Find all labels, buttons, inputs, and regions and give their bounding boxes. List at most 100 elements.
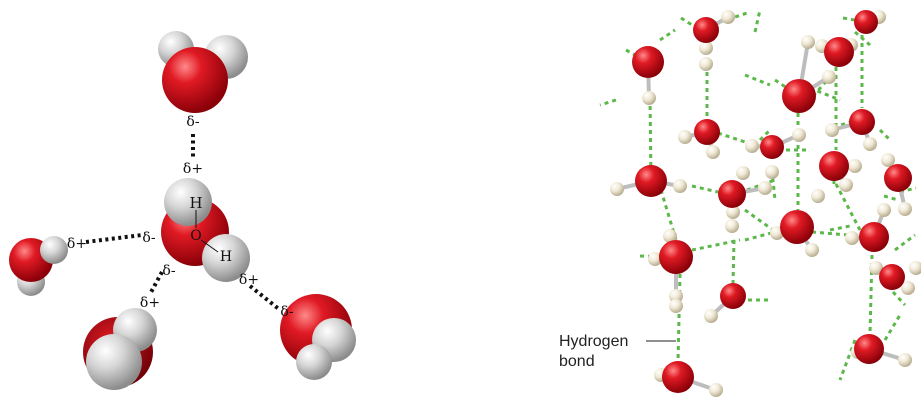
charge-bottom-right-neg: δ- <box>280 304 293 320</box>
lattice-hydrogen-atom <box>863 137 877 151</box>
hydrogen-bond-line <box>809 86 841 102</box>
lattice-oxygen-atom <box>694 119 720 145</box>
lattice-hydrogen-atom <box>678 130 692 144</box>
lattice-hydrogen-atom <box>725 219 739 233</box>
charge-top-neg: δ- <box>186 114 199 130</box>
hydrogen-bond-line <box>648 97 653 182</box>
lattice-oxygen-atom <box>632 46 664 78</box>
hydrogen-bond-line <box>883 194 899 202</box>
hydrogen-bond-line <box>746 178 776 192</box>
lattice-oxygen-atom <box>720 283 746 309</box>
hbond-bottom-left <box>148 271 164 295</box>
lattice-hydrogen-atom <box>839 178 853 192</box>
lattice-oxygen-atom <box>854 334 884 364</box>
lattice-hydrogen-atom <box>811 189 825 203</box>
lattice-atoms <box>610 10 921 397</box>
lattice-hydrogen-atom <box>901 281 915 295</box>
hydrogen-bond-line <box>878 128 892 142</box>
lattice-hydrogen-atom <box>805 243 819 257</box>
lattice-hydrogen-atom <box>648 252 662 266</box>
central-h-label: H <box>189 194 202 212</box>
covalent-bond-line-2 <box>200 239 219 253</box>
bottom-left-water-molecule <box>83 308 157 390</box>
lattice-hydrogen-atom <box>642 91 656 105</box>
hydrogen-bond-line <box>838 339 857 381</box>
hydrogen-bond-line <box>891 290 907 307</box>
hydrogen-bond-dots <box>85 134 282 312</box>
bottom-left-hydrogen-atom-front <box>86 334 142 390</box>
hydrogen-bond-line <box>753 9 762 33</box>
lattice-hydrogen-atom <box>669 289 683 303</box>
lattice-hydrogen-atom <box>699 41 713 55</box>
hydrogen-bond-line <box>691 238 741 252</box>
hydrogen-bond-line <box>770 169 777 201</box>
water-molecule-cluster: H O H δ- δ+ δ+ δ- δ- δ+ δ+ δ- <box>9 31 356 390</box>
lattice-oxygen-atom <box>859 222 889 252</box>
lattice-hydrogen-atom <box>726 205 740 219</box>
hydrogen-bond-line <box>868 254 874 335</box>
charge-top-pos: δ+ <box>183 161 203 177</box>
lattice-hydrogen-atom <box>825 123 839 137</box>
lattice-oxygen-atom <box>659 240 693 274</box>
hydrogen-bond-line <box>659 28 676 42</box>
lattice-oxygen-atom <box>879 264 905 290</box>
hydrogen-bond-line <box>676 273 682 363</box>
lattice-hydrogen-atom <box>745 139 759 153</box>
charge-bottom-left-pos: δ+ <box>140 295 160 311</box>
lattice-hydrogen-atom <box>845 231 859 245</box>
hydrogen-bond-callout: Hydrogen bond <box>559 333 676 370</box>
hydrogen-bond-line <box>894 233 916 252</box>
bottom-right-water-molecule <box>280 294 356 380</box>
hydrogen-bond-line <box>744 208 774 232</box>
hbond-left <box>85 233 143 244</box>
lattice-oxygen-atom <box>780 210 814 244</box>
lattice-oxygen-atom <box>693 17 719 43</box>
hydrogen-bond-line <box>834 183 862 231</box>
lattice-hydrogen-atom <box>822 70 836 84</box>
lattice-hydrogen-atom <box>610 182 624 196</box>
hydrogen-bond-line <box>599 98 617 107</box>
lattice-oxygen-atom <box>662 361 694 393</box>
top-oxygen-atom <box>162 47 228 113</box>
left-water-molecule <box>9 236 68 296</box>
hydrogen-bond-line <box>691 184 719 194</box>
hydrogen-bond-line <box>744 73 771 87</box>
lattice-oxygen-atom <box>819 151 849 181</box>
lattice-hydrogen-atom <box>848 159 862 173</box>
top-water-molecule <box>158 31 248 113</box>
callout-label-line2: bond <box>559 353 595 370</box>
lattice-hydrogen-atom <box>801 35 815 49</box>
central-hydrogen-atom-top <box>164 178 212 226</box>
lattice-oxygen-atom <box>760 135 784 159</box>
partial-charge-labels: δ- δ+ δ+ δ- δ- δ+ δ+ δ- <box>67 114 294 320</box>
central-water-molecule: H O H <box>161 178 250 282</box>
lattice-hydrogen-atom <box>709 383 723 397</box>
hydrogen-bond-line <box>719 10 751 24</box>
callout-label-line1: Hydrogen <box>559 333 628 350</box>
lattice-hydrogen-atom <box>765 165 779 179</box>
charge-bottom-left-neg: δ- <box>162 263 175 279</box>
lattice-hydrogen-atom <box>673 179 687 193</box>
charge-bottom-right-pos: δ+ <box>239 272 259 288</box>
central-hydrogen-atom-right <box>202 234 250 282</box>
hbond-bottom-right <box>248 284 282 312</box>
ice-lattice-hydrogen-bond-network: Hydrogen bond <box>559 9 921 397</box>
hydrogen-bond-line <box>774 78 791 92</box>
lattice-hydrogen-atom <box>909 261 921 275</box>
lattice-hydrogen-atom <box>704 309 718 323</box>
lattice-hydrogen-atom <box>869 261 883 275</box>
lattice-oxygen-atom <box>884 164 912 192</box>
lattice-hydrogen-atom <box>792 128 806 142</box>
lattice-oxygen-atom <box>782 79 816 113</box>
lattice-hydrogen-atom <box>758 181 772 195</box>
lattice-oxygen-atom <box>635 165 667 197</box>
lattice-hydrogen-atom <box>877 203 891 217</box>
lattice-hydrogen-atom <box>736 166 750 180</box>
lattice-hydrogen-atom <box>721 10 735 24</box>
bottom-right-hydrogen-atom-bottom <box>296 344 332 380</box>
lattice-oxygen-atom <box>718 180 746 208</box>
charge-left-pos: δ+ <box>67 236 87 252</box>
charge-left-neg: δ- <box>142 230 155 246</box>
lattice-hydrogen-atom <box>663 229 677 243</box>
